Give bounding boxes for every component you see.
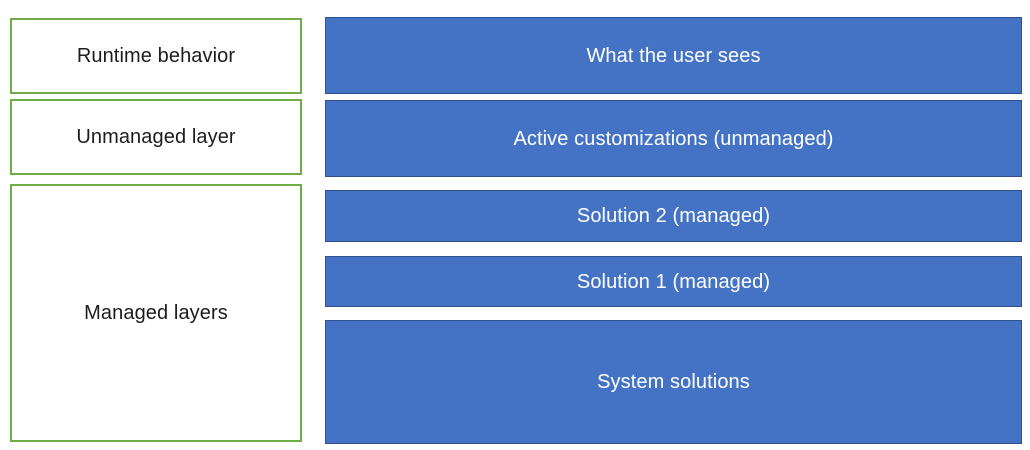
label-text-runtime-behavior: Runtime behavior [76,45,236,67]
layer-text-what-the-user-sees: What the user sees [586,44,761,67]
label-box-unmanaged-layer: Unmanaged layer [10,99,302,175]
layer-box-what-the-user-sees: What the user sees [325,17,1022,94]
label-text-unmanaged-layer: Unmanaged layer [76,126,236,148]
label-box-runtime-behavior: Runtime behavior [10,18,302,94]
layer-box-active-customizations: Active customizations (unmanaged) [325,100,1022,177]
label-text-managed-layers: Managed layers [84,302,228,324]
layer-box-solution-1-managed: Solution 1 (managed) [325,256,1022,307]
layer-box-solution-2-managed: Solution 2 (managed) [325,190,1022,242]
label-box-managed-layers: Managed layers [10,184,302,442]
layer-text-solution-2-managed: Solution 2 (managed) [576,205,771,227]
layer-box-system-solutions: System solutions [325,320,1022,444]
layer-text-solution-1-managed: Solution 1 (managed) [576,270,771,293]
layer-text-active-customizations: Active customizations (unmanaged) [513,127,834,150]
layer-text-system-solutions: System solutions [597,371,750,393]
